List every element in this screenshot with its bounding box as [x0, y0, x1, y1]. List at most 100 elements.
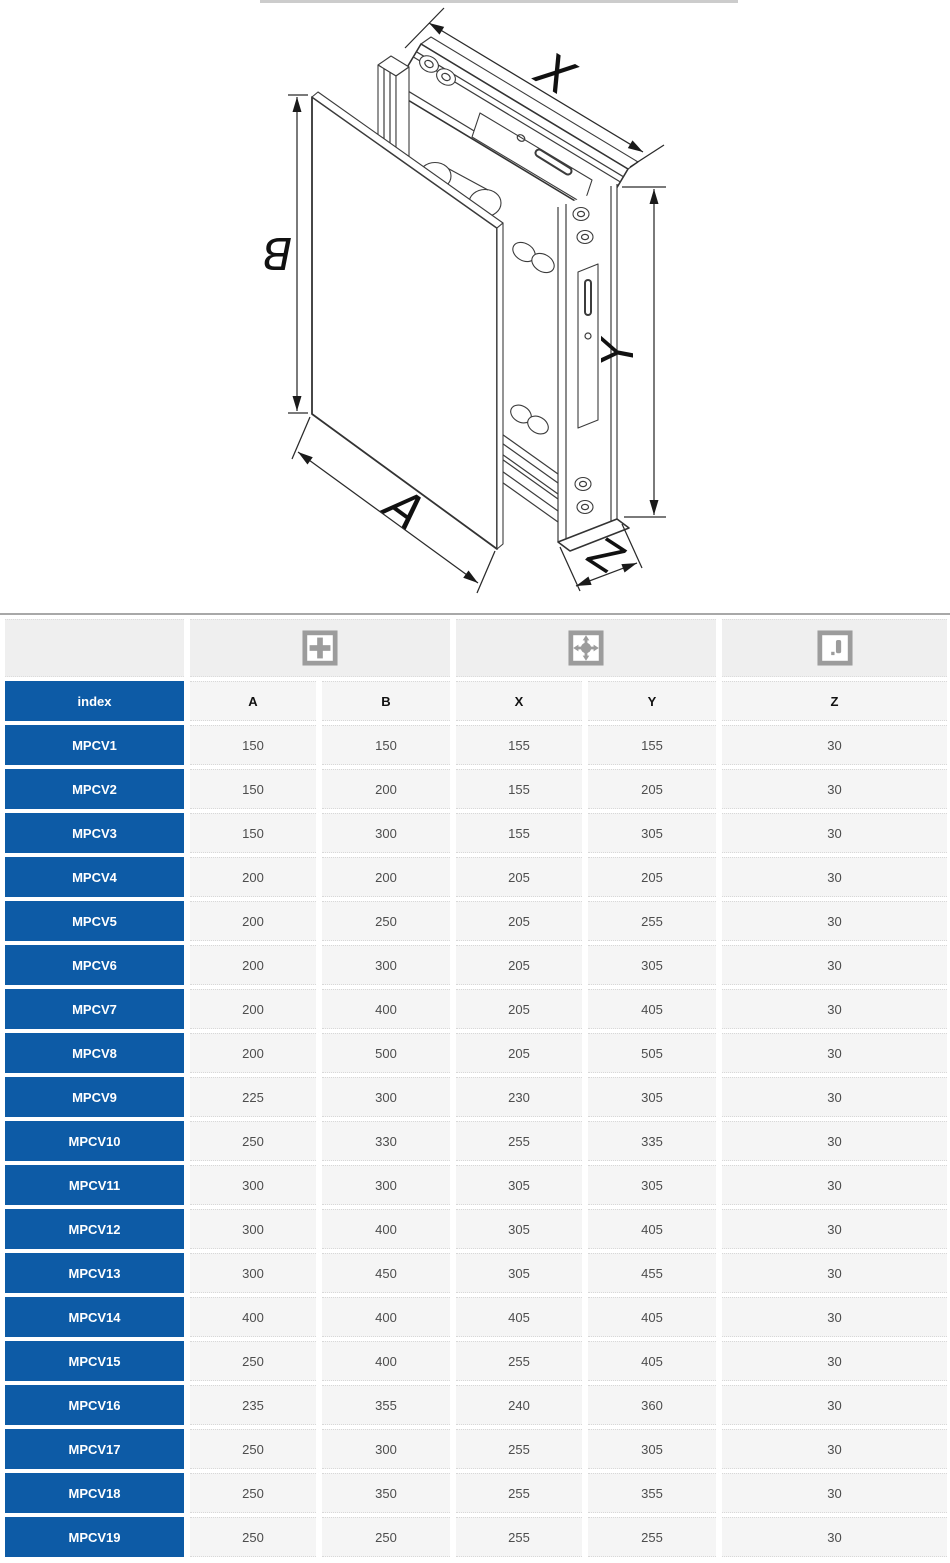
- panel-size-icon-cell: [190, 619, 450, 677]
- row-value-cell: 30: [722, 901, 947, 941]
- row-index-cell: MPCV6: [5, 945, 184, 985]
- row-value-cell: 400: [322, 1297, 450, 1337]
- door-panel: [311, 91, 504, 550]
- row-index-cell: MPCV12: [5, 1209, 184, 1249]
- column-header-b: B: [322, 681, 450, 721]
- row-value-cell: 150: [322, 725, 450, 765]
- wing-screw-bottom: [510, 404, 549, 435]
- row-value-cell: 30: [722, 1473, 947, 1513]
- row-value-cell: 305: [588, 1165, 716, 1205]
- row-value-cell: 255: [456, 1429, 582, 1469]
- row-value-cell: 30: [722, 1121, 947, 1161]
- row-value-cell: 205: [456, 1033, 582, 1073]
- row-value-cell: 355: [322, 1385, 450, 1425]
- row-value-cell: 30: [722, 1253, 947, 1293]
- technical-drawing: X B Y: [0, 0, 950, 613]
- row-value-cell: 150: [190, 725, 316, 765]
- row-value-cell: 205: [588, 769, 716, 809]
- dimension-label-b: B: [262, 227, 292, 278]
- row-index-cell: MPCV2: [5, 769, 184, 809]
- row-value-cell: 250: [190, 1517, 316, 1557]
- row-value-cell: 505: [588, 1033, 716, 1073]
- row-value-cell: 250: [322, 1517, 450, 1557]
- dimension-y: Y: [593, 186, 666, 518]
- row-value-cell: 30: [722, 989, 947, 1029]
- column-header-y: Y: [588, 681, 716, 721]
- row-value-cell: 30: [722, 945, 947, 985]
- row-value-cell: 405: [456, 1297, 582, 1337]
- row-value-cell: 360: [588, 1385, 716, 1425]
- row-value-cell: 30: [722, 1385, 947, 1425]
- column-header-z: Z: [722, 681, 947, 721]
- row-index-cell: MPCV11: [5, 1165, 184, 1205]
- row-value-cell: 255: [456, 1341, 582, 1381]
- row-value-cell: 250: [190, 1121, 316, 1161]
- row-value-cell: 305: [456, 1253, 582, 1293]
- row-value-cell: 250: [190, 1341, 316, 1381]
- row-value-cell: 150: [190, 813, 316, 853]
- row-value-cell: 155: [456, 769, 582, 809]
- column-header-a: A: [190, 681, 316, 721]
- row-value-cell: 300: [322, 945, 450, 985]
- row-index-cell: MPCV9: [5, 1077, 184, 1117]
- row-value-cell: 300: [190, 1253, 316, 1293]
- row-index-cell: MPCV8: [5, 1033, 184, 1073]
- row-value-cell: 405: [588, 1209, 716, 1249]
- row-value-cell: 205: [456, 901, 582, 941]
- section-divider: [0, 613, 950, 615]
- row-value-cell: 455: [588, 1253, 716, 1293]
- row-value-cell: 30: [722, 1429, 947, 1469]
- row-value-cell: 405: [588, 989, 716, 1029]
- row-value-cell: 300: [322, 1429, 450, 1469]
- row-value-cell: 30: [722, 1077, 947, 1117]
- bottom-rail-profile: [498, 431, 559, 523]
- frame-jamb: [557, 184, 630, 552]
- row-value-cell: 30: [722, 1209, 947, 1249]
- row-index-cell: MPCV5: [5, 901, 184, 941]
- row-index-cell: MPCV19: [5, 1517, 184, 1557]
- wall-opening-size-icon: [568, 630, 604, 666]
- wing-screw-top: [512, 241, 555, 274]
- row-value-cell: 250: [190, 1473, 316, 1513]
- row-value-cell: 200: [190, 945, 316, 985]
- row-value-cell: 30: [722, 1033, 947, 1073]
- row-value-cell: 305: [456, 1165, 582, 1205]
- row-value-cell: 200: [322, 857, 450, 897]
- row-index-cell: MPCV4: [5, 857, 184, 897]
- row-value-cell: 500: [322, 1033, 450, 1073]
- row-value-cell: 250: [190, 1429, 316, 1469]
- row-value-cell: 205: [588, 857, 716, 897]
- row-value-cell: 30: [722, 769, 947, 809]
- row-value-cell: 30: [722, 1341, 947, 1381]
- row-index-cell: MPCV16: [5, 1385, 184, 1425]
- row-value-cell: 305: [588, 945, 716, 985]
- row-value-cell: 250: [322, 901, 450, 941]
- row-value-cell: 255: [456, 1121, 582, 1161]
- row-value-cell: 405: [588, 1297, 716, 1337]
- wall-opening-size-icon-cell: [456, 619, 716, 677]
- row-value-cell: 305: [588, 1429, 716, 1469]
- row-value-cell: 30: [722, 1517, 947, 1557]
- row-value-cell: 350: [322, 1473, 450, 1513]
- row-value-cell: 305: [588, 1077, 716, 1117]
- row-value-cell: 400: [190, 1297, 316, 1337]
- cropped-image-edge: [260, 0, 738, 3]
- row-value-cell: 205: [456, 945, 582, 985]
- row-value-cell: 205: [456, 857, 582, 897]
- row-index-cell: MPCV17: [5, 1429, 184, 1469]
- row-value-cell: 205: [456, 989, 582, 1029]
- row-value-cell: 335: [588, 1121, 716, 1161]
- row-index-cell: MPCV7: [5, 989, 184, 1029]
- row-value-cell: 400: [322, 989, 450, 1029]
- row-index-cell: MPCV10: [5, 1121, 184, 1161]
- row-value-cell: 200: [322, 769, 450, 809]
- row-index-cell: MPCV3: [5, 813, 184, 853]
- spec-table: index A B X Y Z MPCV1 150 150 155 155 30…: [0, 615, 950, 1563]
- header-empty-cell: [5, 619, 184, 677]
- row-index-cell: MPCV1: [5, 725, 184, 765]
- row-value-cell: 300: [322, 813, 450, 853]
- row-value-cell: 30: [722, 857, 947, 897]
- row-index-cell: MPCV14: [5, 1297, 184, 1337]
- row-value-cell: 405: [588, 1341, 716, 1381]
